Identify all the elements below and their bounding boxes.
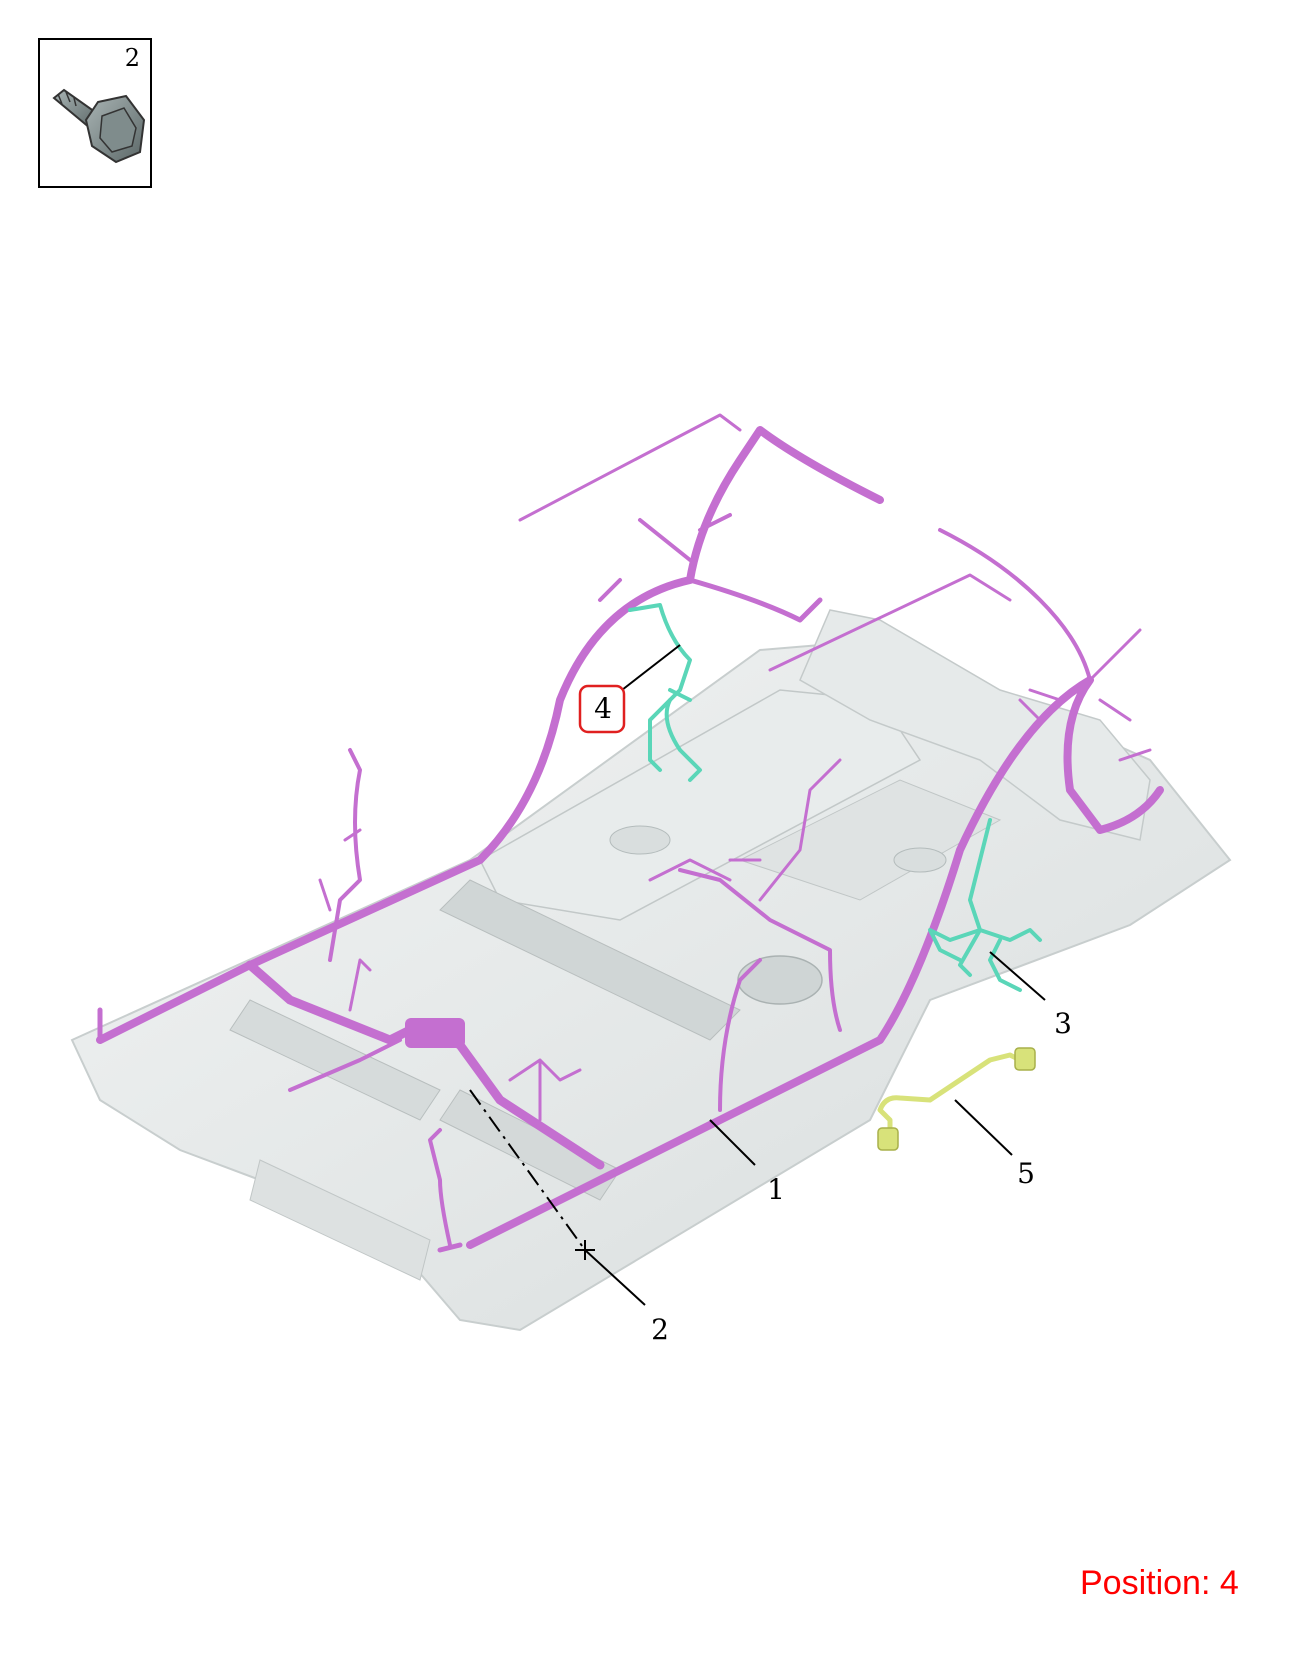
leader-2: [584, 1249, 646, 1306]
callout-2[interactable]: 2: [651, 1313, 669, 1346]
leader-5: [954, 1099, 1013, 1156]
callout-1[interactable]: 1: [767, 1173, 785, 1206]
leader-1: [709, 1119, 756, 1166]
inset-part-number: 2: [124, 44, 140, 72]
inset-part-box: 2: [38, 38, 152, 188]
leader-3: [989, 951, 1046, 1001]
yellow-harness-5: [877, 1047, 1036, 1151]
callout-4-highlight: [578, 684, 626, 734]
position-indicator: Position: 4: [1080, 1564, 1239, 1602]
leader-lines: [469, 644, 1046, 1306]
callout-3[interactable]: 3: [1054, 1007, 1072, 1040]
teal-harness-4: [628, 603, 702, 782]
leader-4: [621, 644, 681, 691]
callout-5[interactable]: 5: [1017, 1157, 1035, 1190]
callout-4[interactable]: 4: [594, 692, 612, 725]
bolt-icon: [52, 88, 146, 164]
main-harness: [96, 413, 1164, 1253]
teal-harness-3: [928, 818, 1042, 992]
